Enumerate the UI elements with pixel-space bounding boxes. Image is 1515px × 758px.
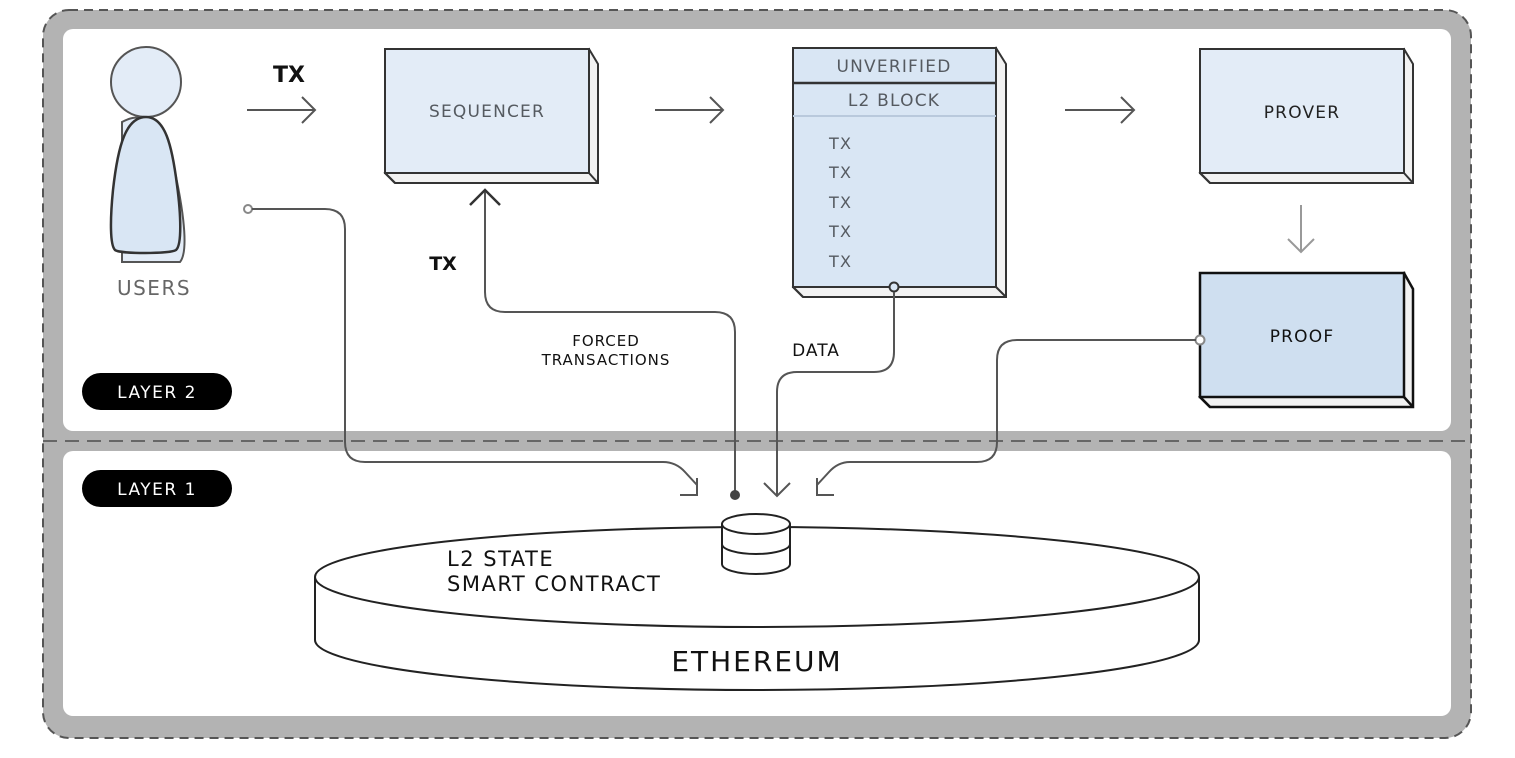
users-to-contract-connector — [243, 204, 698, 496]
forced-label-line1: FORCED — [572, 332, 640, 350]
block-tx-2: TX — [828, 163, 852, 182]
block-tx-5: TX — [828, 252, 852, 271]
database-icon — [721, 513, 791, 575]
forced-transactions-connector — [469, 188, 740, 500]
block-tx-3: TX — [828, 193, 852, 212]
prover-to-proof-arrow — [1287, 205, 1315, 254]
users-to-sequencer-arrow — [247, 96, 317, 124]
layer1-label: LAYER 1 — [117, 480, 197, 500]
forced-label-line2: TRANSACTIONS — [541, 351, 671, 369]
users-label: USERS — [117, 276, 191, 300]
proof-label: PROOF — [1270, 327, 1335, 347]
data-label: DATA — [792, 341, 840, 361]
user-icon — [109, 46, 186, 263]
contract-label-line2: SMART CONTRACT — [447, 572, 661, 596]
block-to-prover-arrow — [1065, 96, 1136, 124]
data-connector — [763, 281, 900, 498]
block-header: UNVERIFIED — [837, 57, 952, 77]
proof-connector — [816, 334, 1206, 496]
users-tx-label: TX — [273, 63, 305, 88]
contract-label-line1: L2 STATE — [447, 547, 554, 571]
ethereum-label: ETHEREUM — [671, 645, 842, 678]
forced-tx-label: TX — [429, 253, 457, 275]
block-tx-1: TX — [828, 134, 852, 153]
sequencer-box: SEQUENCER — [383, 47, 599, 184]
ethereum-platform: ETHEREUM L2 STATE SMART CONTRACT — [314, 526, 1200, 691]
layer1-pill: LAYER 1 — [82, 470, 232, 507]
prover-box: PROVER — [1198, 47, 1414, 184]
proof-box: PROOF — [1197, 271, 1415, 409]
layer2-label: LAYER 2 — [117, 383, 197, 403]
prover-label: PROVER — [1264, 103, 1341, 123]
layer2-pill: LAYER 2 — [82, 373, 232, 410]
block-subheader: L2 BLOCK — [848, 91, 940, 111]
l2-block: UNVERIFIED L2 BLOCK TX TX TX TX TX — [791, 46, 1007, 298]
block-tx-4: TX — [828, 222, 852, 241]
sequencer-to-block-arrow — [655, 96, 725, 124]
sequencer-label: SEQUENCER — [429, 102, 545, 122]
